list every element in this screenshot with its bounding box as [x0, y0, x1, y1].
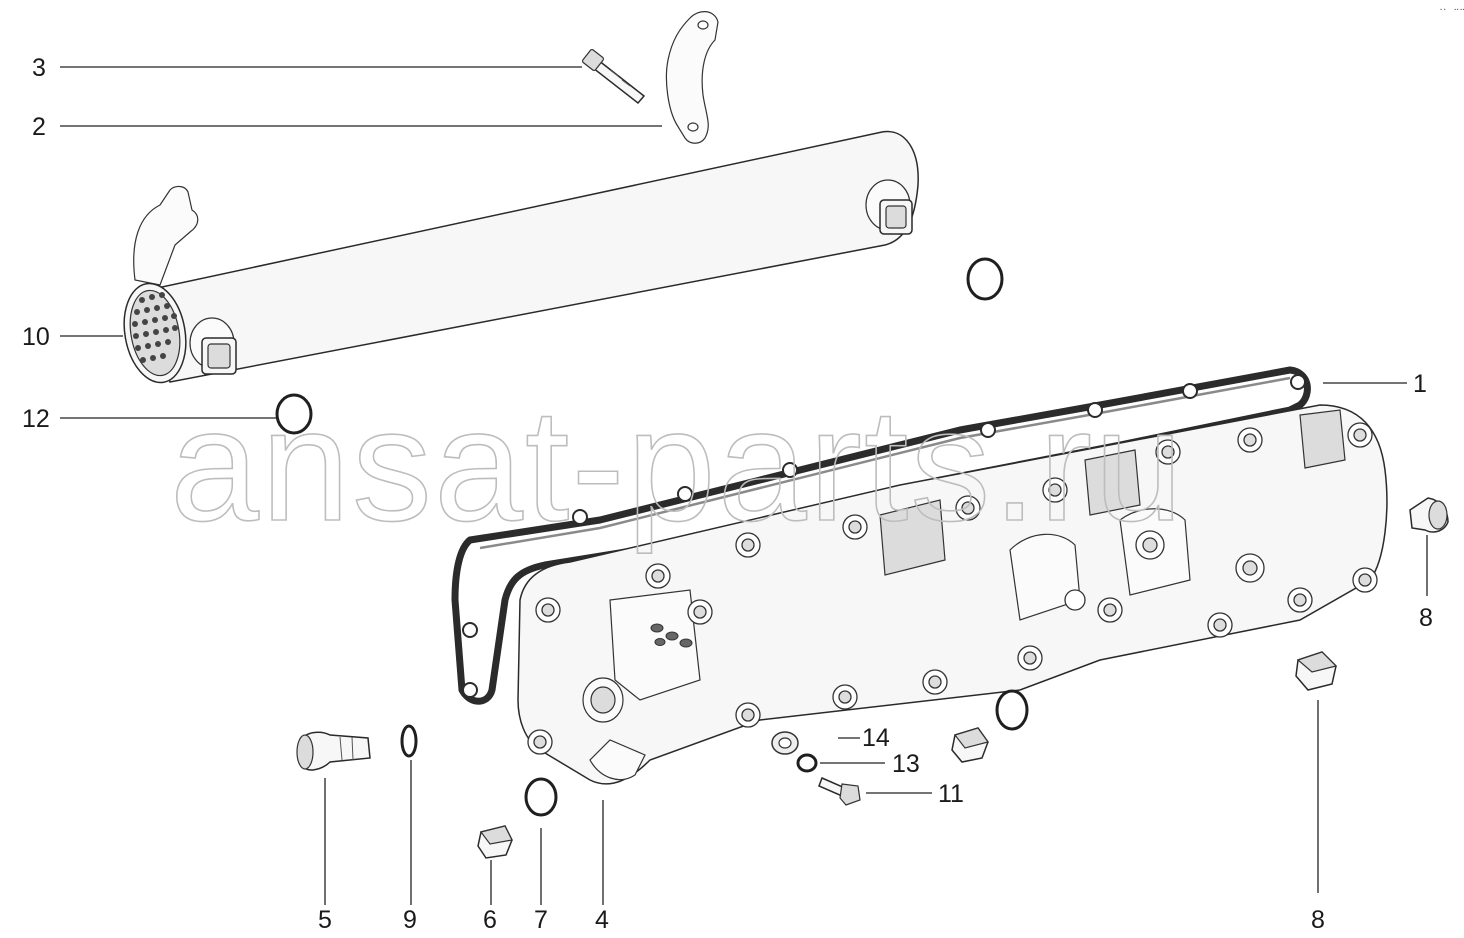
- callout-9: 9: [403, 906, 417, 934]
- callout-13: 13: [892, 750, 920, 778]
- part-3-bolt: [581, 48, 646, 105]
- plug-near-11: [951, 727, 989, 763]
- watermark: ansat-parts.ru: [170, 375, 1185, 554]
- part-7-oring: [524, 777, 558, 817]
- callout-6: 6: [483, 906, 497, 934]
- oring-lower: [995, 689, 1029, 731]
- callout-3: 3: [32, 54, 46, 82]
- part-12-oring: [275, 393, 313, 435]
- corner-mark: ⠐⠂ ⠒⠒: [1437, 6, 1464, 15]
- part-1-gasket: [451, 366, 1311, 705]
- part-10-cylinder-cooler: [123, 130, 919, 384]
- part-14-washer: [771, 731, 799, 755]
- part-13-ring: [796, 753, 818, 773]
- callout-5: 5: [318, 906, 332, 934]
- part-6-plug: [477, 825, 513, 859]
- part-8-plug-upper: [1409, 497, 1449, 533]
- callout-2: 2: [32, 113, 46, 141]
- callout-14: 14: [862, 724, 890, 752]
- callout-1: 1: [1413, 370, 1427, 398]
- callout-8-upper: 8: [1419, 604, 1433, 632]
- callout-10: 10: [22, 323, 50, 351]
- part-9-oring: [400, 724, 418, 758]
- part-5-fitting: [296, 731, 371, 771]
- callout-7: 7: [534, 906, 548, 934]
- callout-12: 12: [22, 405, 50, 433]
- callout-4: 4: [595, 906, 609, 934]
- part-4-housing: [517, 404, 1388, 785]
- oring-upper: [966, 257, 1004, 301]
- leader-lines: [60, 66, 1428, 905]
- part-2-clamp: [665, 11, 719, 144]
- part-11-bolt: [818, 776, 861, 806]
- callout-11: 11: [938, 780, 964, 808]
- callout-8-lower: 8: [1311, 906, 1325, 934]
- part-8-plug-lower: [1295, 651, 1338, 691]
